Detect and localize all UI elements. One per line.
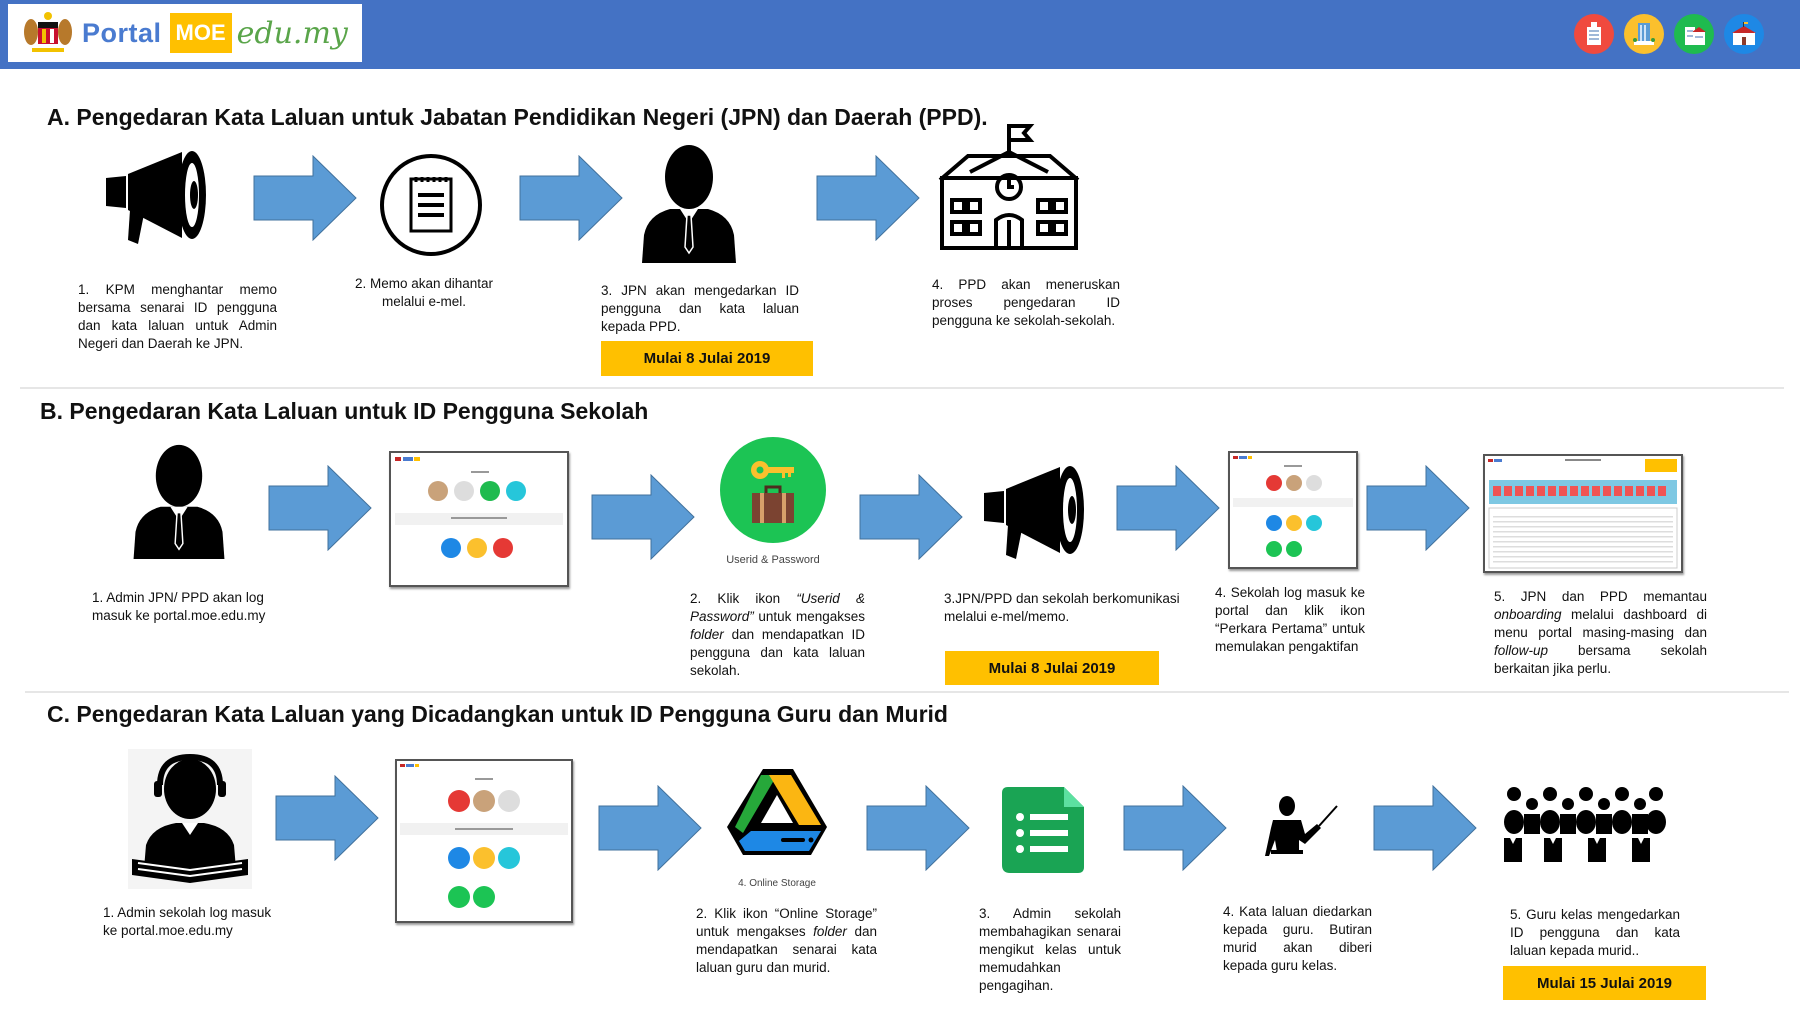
flow-arrow bbox=[1123, 784, 1227, 872]
logo-edu-text: edu.my bbox=[236, 15, 348, 51]
step-b5-text: 5. JPN dan PPD memantau onboarding melal… bbox=[1494, 588, 1707, 678]
step-a2-text: 2. Memo akan dihantar melalui e-mel. bbox=[354, 276, 494, 309]
text-part: 2. Klik ikon “Online Storage” untuk meng… bbox=[696, 906, 877, 939]
text-part: melalui dashboard di menu portal masing-… bbox=[1494, 607, 1707, 640]
school-menu-screenshot bbox=[1228, 451, 1358, 569]
flow-arrow bbox=[1373, 784, 1477, 872]
step-c5-text: 5. Guru kelas mengedarkan ID pengguna da… bbox=[1510, 907, 1680, 958]
step-c1-text: 1. Admin sekolah log masuk ke portal.moe… bbox=[103, 905, 272, 938]
flow-arrow bbox=[253, 154, 357, 242]
text-part: 2. Klik ikon bbox=[690, 591, 797, 606]
google-forms-icon bbox=[1002, 787, 1084, 873]
school-menu-screenshot bbox=[395, 759, 573, 923]
text-part-italic: folder bbox=[690, 627, 724, 642]
teacher-icon bbox=[1265, 796, 1338, 856]
text-part-italic: onboarding bbox=[1494, 607, 1562, 622]
flow-arrow bbox=[519, 154, 623, 242]
school-icon bbox=[938, 124, 1080, 250]
section-b-title: B. Pengedaran Kata Laluan untuk ID Pengg… bbox=[40, 398, 649, 424]
flow-arrow bbox=[866, 784, 970, 872]
flow-arrow bbox=[1366, 464, 1470, 552]
school-building-icon[interactable] bbox=[1724, 14, 1764, 54]
flow-arrow bbox=[859, 473, 963, 561]
online-storage-caption: 4. Online Storage bbox=[738, 878, 816, 889]
flow-arrow bbox=[1116, 464, 1220, 552]
date-badge: Mulai 15 Julai 2019 bbox=[1503, 966, 1706, 1000]
section-c-title: C. Pengedaran Kata Laluan yang Dicadangk… bbox=[47, 701, 948, 727]
logo-moe-text: MOE bbox=[169, 13, 232, 53]
step-a4-text: 4. PPD akan meneruskan proses pengedaran… bbox=[932, 277, 1120, 328]
step-b4-text: 4. Sekolah log masuk ke portal dan klik … bbox=[1215, 585, 1365, 654]
section-a-title: A. Pengedaran Kata Laluan untuk Jabatan … bbox=[47, 104, 988, 130]
step-b3-text: 3.JPN/PPD dan sekolah berkomunikasi mela… bbox=[944, 591, 1180, 624]
step-a3-text: 3. JPN akan mengedarkan ID pengguna dan … bbox=[601, 283, 799, 334]
students-group-icon bbox=[1504, 787, 1666, 862]
portal-menu-screenshot bbox=[389, 451, 569, 587]
admin-reading-icon bbox=[128, 749, 252, 889]
flow-arrow bbox=[275, 774, 379, 862]
hospital-building-icon[interactable] bbox=[1674, 14, 1714, 54]
memo-icon bbox=[380, 154, 482, 256]
step-c2-text: 2. Klik ikon “Online Storage” untuk meng… bbox=[696, 905, 877, 977]
logo-portal-text: Portal bbox=[82, 17, 162, 48]
date-badge: Mulai 8 Julai 2019 bbox=[945, 651, 1159, 685]
section-divider bbox=[25, 691, 1789, 693]
step-a1-text: 1. KPM menghantar memo bersama senarai I… bbox=[78, 282, 277, 351]
flow-arrow bbox=[591, 473, 695, 561]
step-b1-text: 1. Admin JPN/ PPD akan log masuk ke port… bbox=[92, 590, 266, 623]
office-building-icon[interactable] bbox=[1574, 14, 1614, 54]
flow-arrow bbox=[598, 784, 702, 872]
text-part: untuk mengakses bbox=[753, 609, 865, 624]
text-part: bersama sekolah berkaitan jika perlu. bbox=[1494, 643, 1707, 676]
date-badge: Mulai 8 Julai 2019 bbox=[601, 341, 813, 376]
text-part-italic: follow-up bbox=[1494, 643, 1549, 658]
step-c3-text: 3. Admin sekolah membahagikan senarai me… bbox=[979, 906, 1121, 993]
tower-building-icon[interactable] bbox=[1624, 14, 1664, 54]
text-part: dan mendapatkan ID pengguna dan kata lal… bbox=[690, 627, 865, 678]
text-part: dan mendapatkan senarai kata laluan guru… bbox=[696, 924, 878, 975]
flow-arrow bbox=[268, 464, 372, 552]
userid-password-icon[interactable] bbox=[720, 437, 826, 543]
text-part-italic: folder bbox=[813, 924, 847, 939]
text-part-italic: “Userid & Password” bbox=[690, 591, 865, 624]
dashboard-screenshot bbox=[1483, 454, 1683, 573]
megaphone-icon bbox=[106, 151, 206, 244]
section-divider bbox=[20, 387, 1784, 389]
portal-logo[interactable]: Portal MOE edu.my bbox=[8, 4, 362, 62]
step-c4-text: 4. Kata laluan diedarkan kepada guru. Bu… bbox=[1223, 904, 1372, 973]
businessman-icon bbox=[133, 444, 225, 559]
businessman-icon bbox=[642, 145, 736, 263]
text-part: 5. JPN dan PPD memantau bbox=[1494, 589, 1707, 604]
malaysia-crest-icon bbox=[24, 12, 72, 52]
userid-password-caption: Userid & Password bbox=[726, 554, 820, 566]
megaphone-icon bbox=[984, 466, 1084, 559]
flow-arrow bbox=[816, 154, 920, 242]
google-drive-icon[interactable] bbox=[723, 765, 831, 865]
step-b2-text: 2. Klik ikon “Userid & Password” untuk m… bbox=[690, 590, 865, 680]
